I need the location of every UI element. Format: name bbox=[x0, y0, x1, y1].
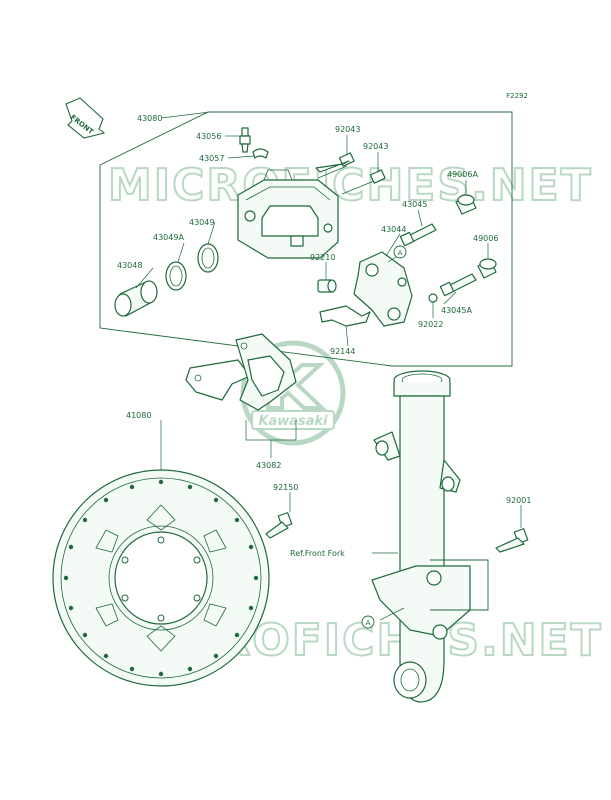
boot-lower bbox=[477, 258, 497, 279]
label-92001: 92001 bbox=[506, 496, 531, 505]
brake-disc bbox=[52, 469, 270, 687]
washer bbox=[428, 293, 438, 303]
front-fork bbox=[371, 370, 471, 703]
brake-caliper bbox=[237, 169, 339, 259]
label-43045a: 43045A bbox=[441, 306, 472, 315]
disc-bolt bbox=[265, 512, 293, 539]
ref-marker-a-lower: A bbox=[361, 615, 375, 629]
brake-pads bbox=[185, 333, 297, 411]
caliper-pin-upper bbox=[315, 152, 355, 179]
bleeder-valve bbox=[239, 127, 251, 153]
front-arrow-icon: FRONT bbox=[65, 97, 106, 139]
caliper-piston bbox=[114, 280, 158, 317]
leader-lines bbox=[135, 111, 522, 621]
label-92210: 92210 bbox=[310, 253, 335, 262]
label-43049: 43049 bbox=[189, 218, 214, 227]
label-43056: 43056 bbox=[196, 132, 221, 141]
caliper-bracket bbox=[353, 251, 413, 327]
label-43044: 43044 bbox=[381, 225, 406, 234]
caliper-pin-lower bbox=[341, 169, 386, 195]
svg-text:A: A bbox=[398, 249, 403, 257]
slide-pin-upper bbox=[399, 223, 437, 247]
label-92150: 92150 bbox=[273, 483, 298, 492]
slide-pin-lower bbox=[439, 273, 477, 297]
label-43080: 43080 bbox=[137, 114, 162, 123]
ref-marker-a-upper: A bbox=[393, 245, 407, 259]
ref-front-fork-label: Ref.Front Fork bbox=[290, 549, 345, 558]
label-43045: 43045 bbox=[402, 200, 427, 209]
bleeder-cap bbox=[252, 148, 269, 159]
bushing bbox=[317, 279, 337, 293]
watermark-top: MICROFICHES.NET bbox=[108, 160, 593, 211]
fork-mount-frame bbox=[430, 559, 489, 611]
label-92043-a: 92043 bbox=[335, 125, 360, 134]
fork-bolt bbox=[495, 528, 529, 553]
label-92144: 92144 bbox=[330, 347, 355, 356]
label-43082: 43082 bbox=[256, 461, 281, 470]
pad-spring bbox=[319, 305, 371, 327]
label-41080: 41080 bbox=[126, 411, 151, 420]
label-92043-b: 92043 bbox=[363, 142, 388, 151]
boot-upper bbox=[455, 194, 477, 215]
label-49006: 49006 bbox=[473, 234, 498, 243]
dust-seal bbox=[165, 261, 187, 291]
diagram-code: F2292 bbox=[506, 92, 528, 100]
label-49006a: 49006A bbox=[447, 170, 478, 179]
label-92022: 92022 bbox=[418, 320, 443, 329]
kawasaki-logo-text: Kawasaki bbox=[258, 414, 328, 429]
label-43048: 43048 bbox=[117, 261, 142, 270]
svg-text:A: A bbox=[366, 619, 371, 627]
label-43057: 43057 bbox=[199, 154, 224, 163]
label-43049a: 43049A bbox=[153, 233, 184, 242]
